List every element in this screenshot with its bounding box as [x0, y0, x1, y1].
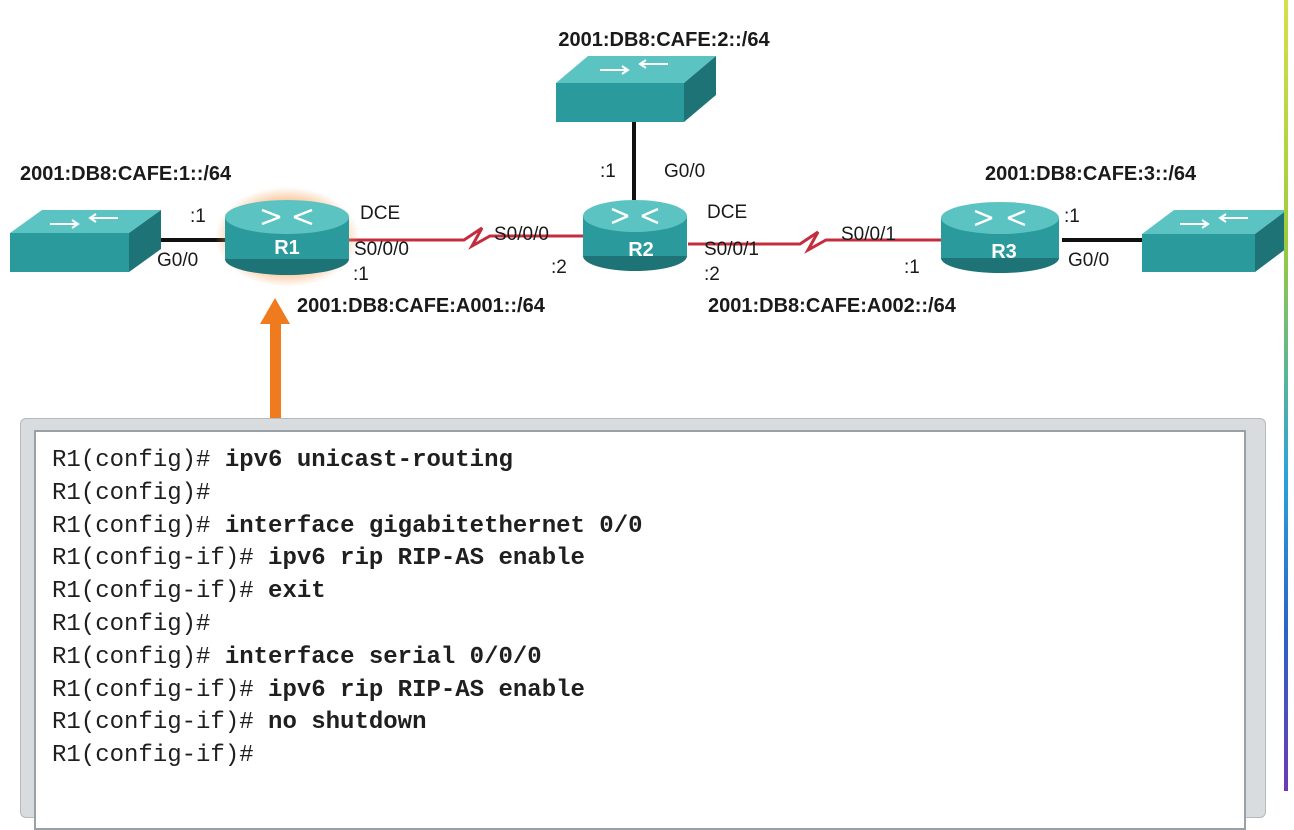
- r2-right-host-label: :2: [704, 264, 720, 285]
- cli-prompt: R1(config-if)#: [52, 676, 254, 704]
- cli-command: ipv6 rip RIP-AS enable: [268, 676, 585, 704]
- cli-prompt: R1(config-if)#: [52, 578, 254, 606]
- cli-line: R1(config-if)#: [52, 740, 1244, 773]
- r3-lan-if-label: G0/0: [1068, 250, 1109, 271]
- switch-r3-lan: [1142, 210, 1287, 272]
- r3-serial-host-label: :1: [904, 257, 920, 278]
- router-r3: R3: [941, 202, 1059, 273]
- cli-command: interface serial 0/0/0: [224, 643, 542, 671]
- network-label-wan-r2-r3: 2001:DB8:CAFE:A002::/64: [708, 295, 957, 317]
- r2-r3-serial-link: [688, 230, 941, 254]
- r1-serial-label: S0/0/0: [354, 239, 409, 260]
- r2-right-serial-label: S0/0/1: [704, 239, 759, 260]
- switch-arrows-icon: [50, 213, 118, 229]
- r1-serial-host-label: :1: [353, 264, 369, 285]
- cli-line: R1(config)# interface gigabitethernet 0/…: [52, 511, 1244, 544]
- r3-lan-host-label: :1: [1064, 206, 1080, 227]
- cli-prompt: R1(config)#: [52, 512, 211, 540]
- r1-r2-serial-link: [347, 226, 583, 250]
- links: [160, 117, 1143, 254]
- cli-line: R1(config-if)# ipv6 rip RIP-AS enable: [52, 675, 1244, 708]
- cli-prompt: R1(config)#: [52, 479, 211, 507]
- router-r1: R1: [225, 200, 349, 275]
- switch-r2-lan: [556, 56, 716, 122]
- r2-left-serial-label: S0/0/0: [494, 224, 549, 245]
- cli-prompt: R1(config-if)#: [52, 709, 254, 737]
- network-label-lan-r3: 2001:DB8:CAFE:3::/64: [985, 163, 1197, 185]
- cli-line: R1(config)# ipv6 unicast-routing: [52, 445, 1244, 478]
- cli-command: ipv6 unicast-routing: [224, 447, 513, 474]
- cli-prompt: R1(config)#: [52, 643, 211, 671]
- cli-line: R1(config-if)# no shutdown: [52, 707, 1244, 740]
- r2-lan-host-label: :1: [600, 161, 616, 182]
- router-arrows-icon: [261, 208, 313, 226]
- cli-prompt: R1(config)#: [52, 610, 211, 638]
- router-arrows-icon: [974, 209, 1026, 227]
- cli-command: ipv6 rip RIP-AS enable: [268, 545, 585, 573]
- cli-prompt: R1(config-if)#: [52, 742, 254, 770]
- network-label-lan-r1: 2001:DB8:CAFE:1::/64: [20, 163, 232, 185]
- network-label-lan-r2: 2001:DB8:CAFE:2::/64: [558, 29, 770, 51]
- router-r3-label: R3: [991, 241, 1017, 263]
- cli-command: exit: [268, 578, 326, 606]
- r2-left-host-label: :2: [551, 257, 567, 278]
- network-diagram: R1 R2 R3: [10, 29, 1287, 418]
- router-r1-label: R1: [274, 237, 300, 259]
- r2-dce-label: DCE: [707, 202, 747, 223]
- cli-line: R1(config-if)# exit: [52, 576, 1244, 609]
- cli-command: no shutdown: [268, 709, 427, 737]
- r1-pointer-arrow: [260, 298, 290, 418]
- cli-line: R1(config)#: [52, 609, 1244, 642]
- switch-r1-lan: [10, 210, 161, 272]
- r3-serial-label: S0/0/1: [841, 224, 896, 245]
- r1-lan-if-label: G0/0: [157, 250, 198, 271]
- network-label-wan-r1-r2: 2001:DB8:CAFE:A001::/64: [297, 295, 546, 317]
- switch-arrows-icon: [1180, 213, 1248, 229]
- router-arrows-icon: [611, 207, 659, 225]
- switch-arrows-icon: [600, 59, 668, 75]
- cli-prompt: R1(config)#: [52, 447, 211, 474]
- router-r2-label: R2: [628, 239, 654, 261]
- right-accent-bar: [1284, 0, 1288, 791]
- cli-line: R1(config)#: [52, 478, 1244, 511]
- cli-line: R1(config-if)# ipv6 rip RIP-AS enable: [52, 543, 1244, 576]
- cli-line: R1(config)# interface serial 0/0/0: [52, 642, 1244, 675]
- cli-prompt: R1(config-if)#: [52, 545, 254, 573]
- r1-dce-label: DCE: [360, 203, 400, 224]
- cli-command: interface gigabitethernet 0/0: [224, 512, 643, 540]
- r2-lan-if-label: G0/0: [664, 161, 705, 182]
- r1-lan-host-label: :1: [190, 206, 206, 227]
- topology-figure: R1 R2 R3: [10, 0, 1288, 830]
- router-r2: R2: [583, 200, 687, 271]
